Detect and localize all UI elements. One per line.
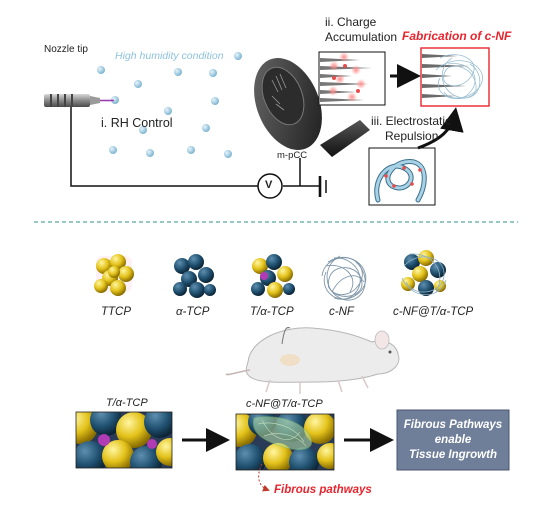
repulsion-box: [368, 147, 436, 206]
t-atcp-cluster: [251, 254, 295, 298]
rh-control-label: i. RH Control: [101, 116, 173, 130]
humidity-label: High humidity condition: [115, 50, 224, 62]
fibrous-pathways-pointer: [258, 463, 270, 492]
material-label-ttcp: TTCP: [101, 306, 132, 318]
voltage-source: [257, 173, 283, 199]
ttcp-cluster: [94, 254, 134, 296]
result-text-line1: Fibrous Pathways: [403, 419, 503, 431]
atcp-cluster: [173, 254, 216, 298]
middle-panel-label: c-NF@T/α-TCP: [246, 398, 323, 410]
charge-label-line2: Accumulation: [325, 30, 398, 44]
material-label-cnf-t-atcp: c-NF@T/α-TCP: [393, 306, 474, 318]
fabrication-box: [420, 47, 490, 107]
charge-accumulation-box: [318, 51, 386, 106]
cnf-t-atcp-cluster: [401, 250, 447, 296]
collector-label: m-pCC: [277, 150, 308, 161]
voltage-label: V: [265, 179, 273, 191]
fabrication-label: Fabrication of c-NF: [402, 29, 512, 43]
material-label-cnf: c-NF: [329, 306, 354, 318]
process-arrow-curved: [417, 107, 464, 150]
cnf-fiber-ball: [321, 255, 367, 301]
result-text-line2: enable: [434, 434, 472, 446]
left-panel-label: T/α-TCP: [106, 397, 148, 409]
material-label-t-atcp: T/α-TCP: [250, 306, 294, 318]
humidity-droplets: [97, 52, 242, 158]
material-label-atcp: α-TCP: [176, 306, 210, 318]
nozzle-tip-label: Nozzle tip: [44, 44, 88, 55]
charge-label-line1: ii. Charge: [325, 15, 377, 29]
collector-dish: [254, 58, 370, 157]
circuit-wire: [70, 107, 327, 197]
fibrous-pathways-label: Fibrous pathways: [274, 484, 372, 496]
mouse-illustration: [225, 327, 400, 394]
repulsion-label-line2: Repulsion: [385, 129, 439, 143]
result-box: [396, 409, 510, 471]
repulsion-label-line1: iii. Electrostatic: [371, 114, 452, 128]
result-text-line3: Tissue Ingrowth: [409, 449, 497, 461]
left-panel-image: [75, 411, 173, 469]
nozzle: [44, 94, 114, 107]
middle-panel-image: [235, 413, 335, 471]
